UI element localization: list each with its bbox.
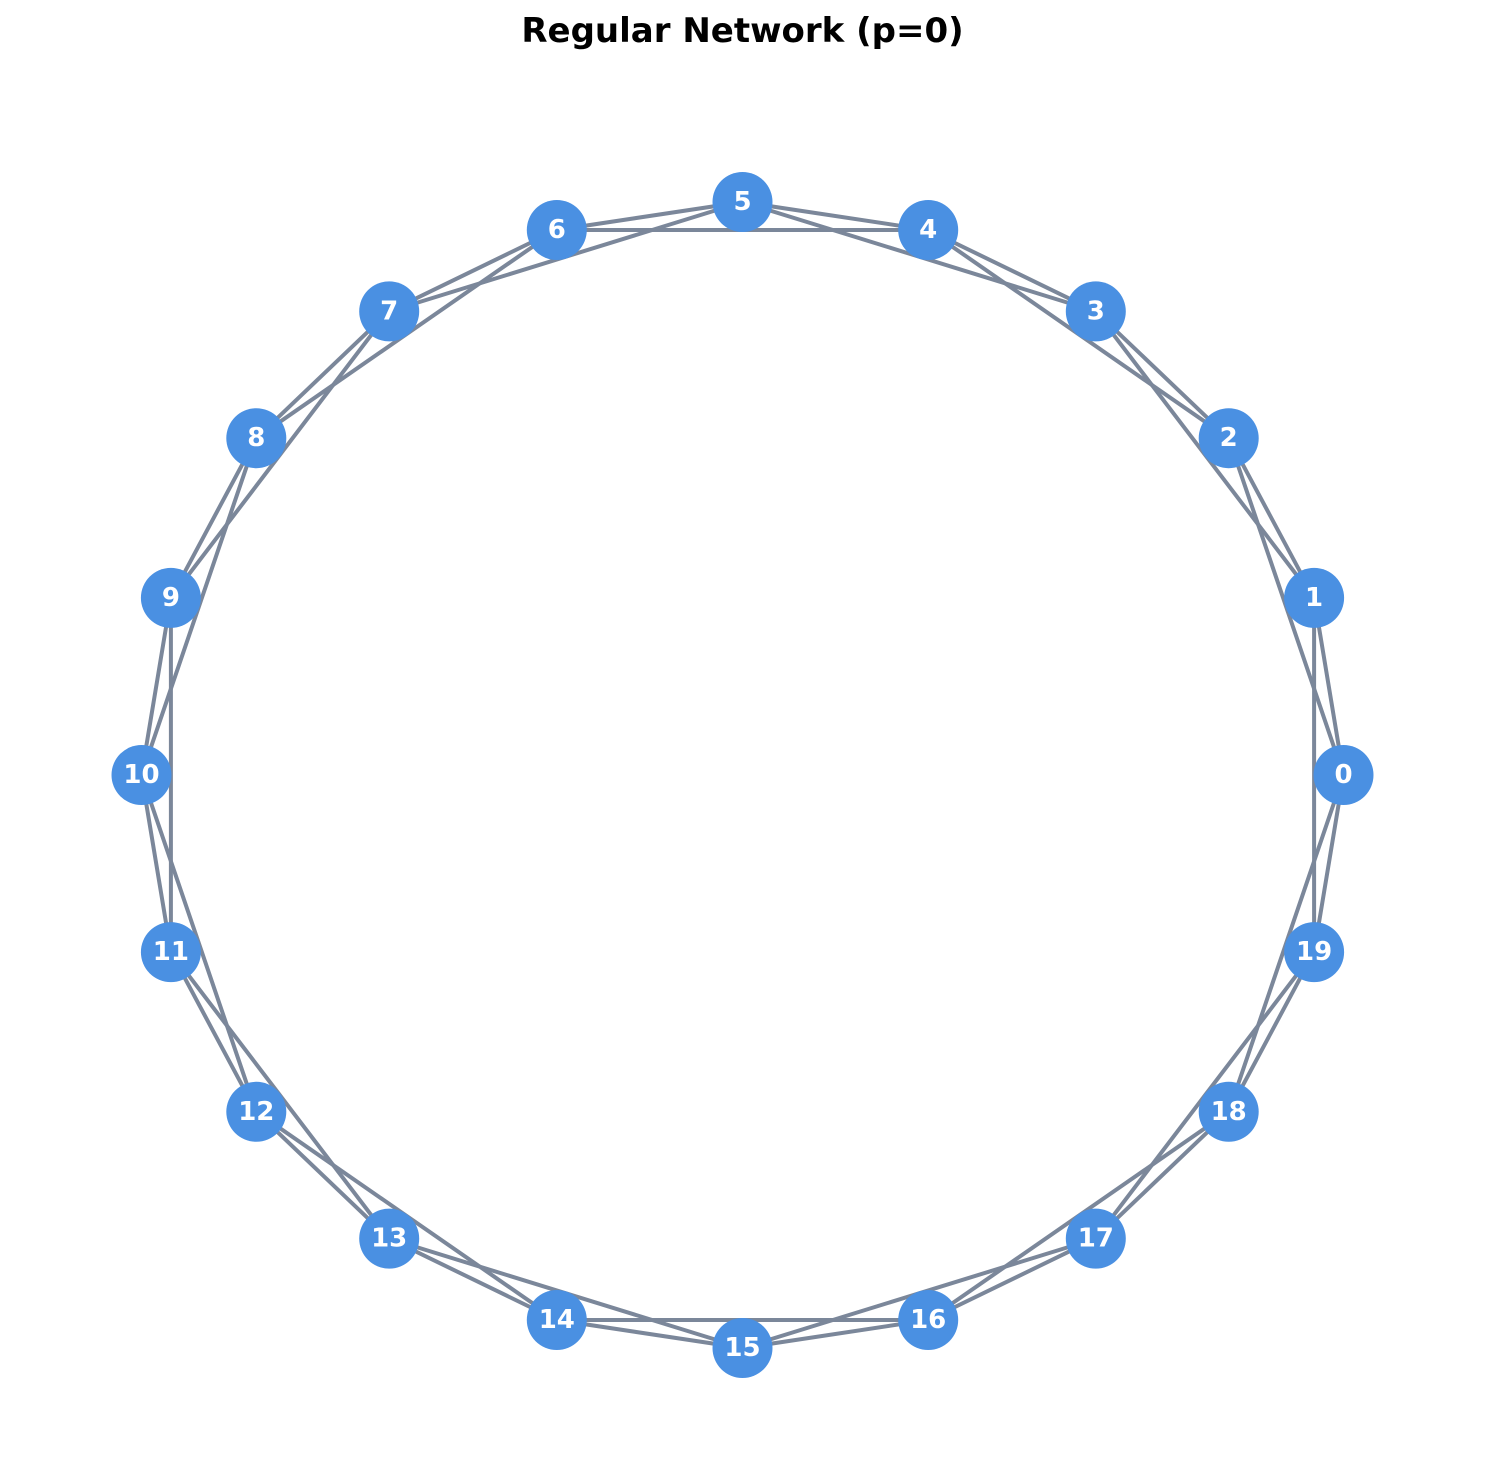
node-circle	[1284, 567, 1345, 628]
node-label: 19	[1296, 937, 1332, 967]
node-1: 1	[1284, 567, 1345, 628]
node-10: 10	[111, 745, 172, 805]
node-label: 7	[380, 296, 398, 326]
node-11: 11	[140, 922, 201, 983]
node-circle	[1313, 745, 1374, 805]
node-circle	[898, 200, 959, 260]
node-label: 2	[1220, 423, 1238, 453]
edge-1-2	[1226, 436, 1317, 600]
node-circle	[1198, 408, 1259, 469]
node-13: 13	[359, 1208, 420, 1269]
node-2: 2	[1198, 408, 1259, 469]
node-label: 15	[724, 1333, 760, 1363]
node-15: 15	[712, 1318, 773, 1378]
edge-6-7	[387, 228, 559, 314]
node-label: 10	[123, 760, 159, 790]
node-6: 6	[526, 200, 587, 260]
node-4: 4	[898, 200, 959, 260]
node-label: 17	[1078, 1224, 1114, 1254]
node-circle	[526, 200, 587, 260]
edge-7-8	[254, 309, 392, 441]
node-19: 19	[1284, 922, 1345, 983]
node-circle	[226, 1081, 287, 1142]
node-circle	[111, 745, 172, 805]
node-8: 8	[226, 408, 287, 469]
node-14: 14	[526, 1290, 587, 1350]
node-17: 17	[1065, 1208, 1126, 1269]
chart-title: Regular Network (p=0)	[521, 11, 964, 51]
edge-3-4	[926, 228, 1098, 314]
node-circle	[712, 172, 773, 232]
node-label: 4	[919, 215, 937, 245]
edges-layer	[139, 200, 1346, 1350]
node-label: 1	[1305, 583, 1323, 613]
edge-5-6	[554, 200, 745, 232]
node-circle	[1198, 1081, 1259, 1142]
node-circle	[140, 567, 201, 628]
node-label: 14	[539, 1305, 575, 1335]
node-3: 3	[1065, 281, 1126, 342]
node-label: 16	[910, 1305, 946, 1335]
edge-16-17	[926, 1236, 1098, 1322]
node-label: 11	[153, 937, 189, 967]
node-circle	[1065, 281, 1126, 342]
edge-2-3	[1093, 309, 1231, 441]
edge-12-13	[254, 1109, 392, 1241]
node-label: 6	[548, 215, 566, 245]
node-circle	[712, 1318, 773, 1378]
node-label: 5	[733, 187, 751, 217]
edge-14-15	[554, 1318, 745, 1350]
edge-13-14	[387, 1236, 559, 1322]
edge-4-5	[740, 200, 931, 232]
node-label: 0	[1334, 760, 1352, 790]
node-circle	[1284, 922, 1345, 983]
node-circle	[898, 1290, 959, 1350]
node-circle	[359, 1208, 420, 1269]
edge-17-18	[1093, 1109, 1231, 1241]
node-label: 3	[1087, 296, 1105, 326]
node-9: 9	[140, 567, 201, 628]
edge-15-16	[740, 1318, 931, 1350]
node-circle	[226, 408, 287, 469]
node-label: 8	[247, 423, 265, 453]
node-label: 9	[162, 583, 180, 613]
edge-11-12	[168, 950, 259, 1114]
node-label: 18	[1211, 1097, 1247, 1127]
edge-8-9	[168, 436, 259, 600]
node-label: 13	[371, 1224, 407, 1254]
node-18: 18	[1198, 1081, 1259, 1142]
node-5: 5	[712, 172, 773, 232]
node-circle	[359, 281, 420, 342]
node-circle	[140, 922, 201, 983]
node-label: 12	[238, 1097, 274, 1127]
node-16: 16	[898, 1290, 959, 1350]
node-circle	[526, 1290, 587, 1350]
edge-18-19	[1226, 950, 1317, 1114]
node-12: 12	[226, 1081, 287, 1142]
node-circle	[1065, 1208, 1126, 1269]
node-0: 0	[1313, 745, 1374, 805]
node-7: 7	[359, 281, 420, 342]
